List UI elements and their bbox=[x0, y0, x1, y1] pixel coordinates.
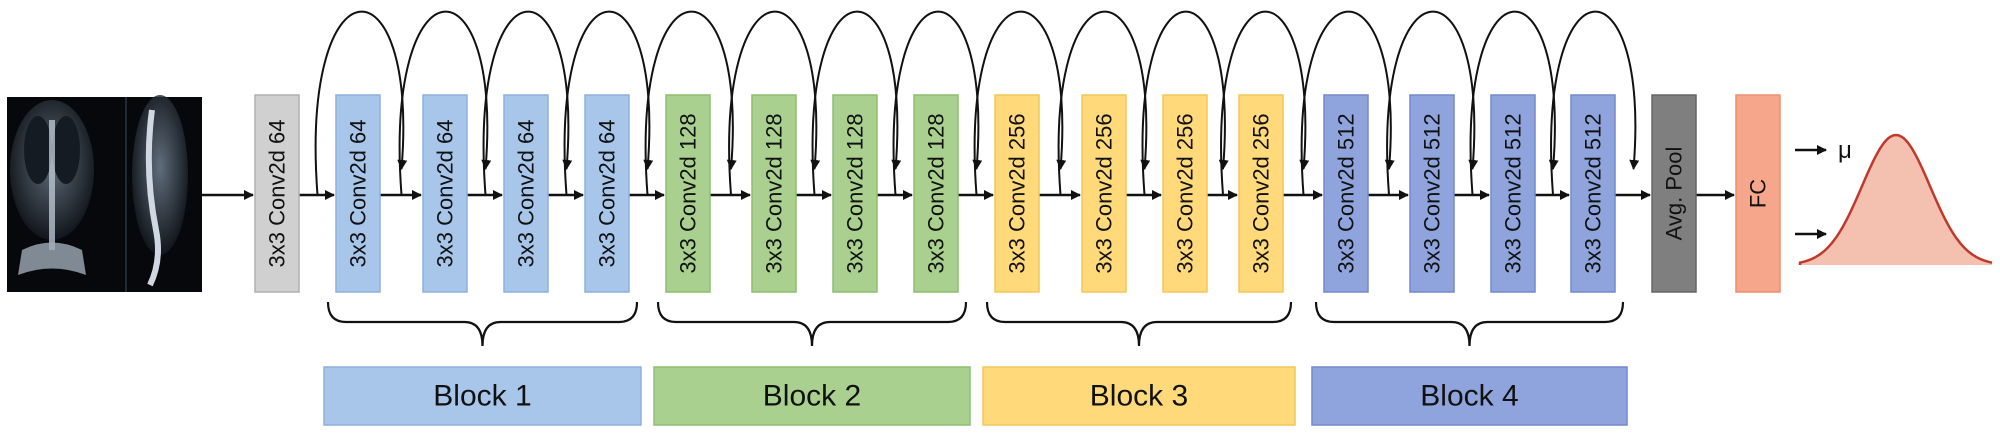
block-legend-item: Block 1 bbox=[323, 366, 642, 426]
layer-box: 3x3 Conv2d 256 bbox=[994, 94, 1040, 293]
layer-label: 3x3 Conv2d 512 bbox=[1420, 113, 1445, 273]
layer-label: 3x3 Conv2d 512 bbox=[1581, 113, 1606, 273]
layer-rect bbox=[994, 94, 1040, 293]
layer-rect bbox=[1570, 94, 1616, 293]
layer-box: Avg. Pool bbox=[1651, 94, 1697, 293]
layer-rect bbox=[1238, 94, 1284, 293]
block-legend-rect bbox=[1311, 366, 1628, 426]
layer-rect bbox=[832, 94, 878, 293]
layer-label: 3x3 Conv2d 64 bbox=[433, 120, 458, 268]
skip-arc bbox=[398, 10, 492, 196]
layer-box: 3x3 Conv2d 256 bbox=[1238, 94, 1284, 293]
skip-arc bbox=[563, 10, 654, 196]
layer-rect bbox=[751, 94, 797, 293]
block-legend-item: Block 3 bbox=[982, 366, 1296, 426]
layer-label: 3x3 Conv2d 256 bbox=[1173, 113, 1198, 273]
block-brace bbox=[985, 301, 1293, 347]
layer-label: Avg. Pool bbox=[1662, 147, 1687, 241]
layer-box: 3x3 Conv2d 128 bbox=[913, 94, 959, 293]
layer-label: 3x3 Conv2d 256 bbox=[1092, 113, 1117, 273]
skip-arc bbox=[973, 10, 1067, 196]
layer-box: 3x3 Conv2d 64 bbox=[503, 94, 549, 293]
skip-arc bbox=[314, 10, 408, 196]
layer-box: FC bbox=[1735, 94, 1781, 293]
block-legend-item: Block 4 bbox=[1311, 366, 1628, 426]
block-brace bbox=[656, 301, 968, 347]
block-legend-item: Block 2 bbox=[653, 366, 971, 426]
mu-symbol: μ bbox=[1838, 137, 1852, 164]
layer-label: 3x3 Conv2d 128 bbox=[762, 113, 787, 273]
block-label: Block 3 bbox=[1090, 380, 1188, 413]
block-brace bbox=[326, 301, 639, 347]
layer-label: 3x3 Conv2d 256 bbox=[1005, 113, 1030, 273]
layer-label: 3x3 Conv2d 64 bbox=[265, 120, 290, 268]
layer-rect bbox=[1323, 94, 1369, 293]
layer-box: 3x3 Conv2d 512 bbox=[1323, 94, 1369, 293]
gaussian-distribution-curve bbox=[1800, 135, 1992, 265]
skip-arc bbox=[1300, 10, 1395, 196]
layer-rect bbox=[1735, 94, 1781, 293]
block-legend-rect bbox=[982, 366, 1296, 426]
layer-label: 3x3 Conv2d 128 bbox=[843, 113, 868, 273]
block-braces bbox=[326, 301, 1625, 347]
skip-connections bbox=[314, 10, 1640, 196]
layer-rect bbox=[503, 94, 549, 293]
layer-rect bbox=[335, 94, 381, 293]
ct-scan-input-image bbox=[7, 95, 202, 292]
layer-label: 3x3 Conv2d 64 bbox=[514, 120, 539, 268]
block-legend: Block 1 Block 2 Block 3 Block 4 bbox=[323, 366, 1628, 426]
skip-arc bbox=[728, 10, 821, 196]
layer-box: 3x3 Conv2d 256 bbox=[1162, 94, 1208, 293]
layers: 3x3 Conv2d 64 3x3 Conv2d 64 3x3 Conv2d 64 3… bbox=[254, 94, 1781, 293]
layer-rect bbox=[254, 94, 300, 293]
block-legend-rect bbox=[323, 366, 642, 426]
layer-rect bbox=[422, 94, 468, 293]
layer-label: 3x3 Conv2d 256 bbox=[1249, 113, 1274, 273]
layer-rect bbox=[1490, 94, 1536, 293]
block-label: Block 2 bbox=[763, 380, 861, 413]
skip-arc bbox=[892, 10, 983, 196]
layer-box: 3x3 Conv2d 64 bbox=[254, 94, 300, 293]
layer-box: 3x3 Conv2d 128 bbox=[751, 94, 797, 293]
layer-box: 3x3 Conv2d 128 bbox=[832, 94, 878, 293]
skip-arc bbox=[644, 10, 737, 196]
layer-rect bbox=[584, 94, 630, 293]
layer-label: 3x3 Conv2d 512 bbox=[1334, 113, 1359, 273]
block-brace bbox=[1314, 301, 1625, 347]
layer-rect bbox=[1162, 94, 1208, 293]
layer-box: 3x3 Conv2d 256 bbox=[1081, 94, 1127, 293]
block-legend-rect bbox=[653, 366, 971, 426]
block-label: Block 4 bbox=[1420, 380, 1518, 413]
gaussian-outline bbox=[1798, 133, 1993, 265]
layer-box: 3x3 Conv2d 64 bbox=[584, 94, 630, 293]
block-label: Block 1 bbox=[433, 380, 531, 413]
layer-rect bbox=[665, 94, 711, 293]
layer-box: 3x3 Conv2d 64 bbox=[422, 94, 468, 293]
layer-box: 3x3 Conv2d 64 bbox=[335, 94, 381, 293]
layer-box: 3x3 Conv2d 512 bbox=[1409, 94, 1455, 293]
layer-label: 3x3 Conv2d 128 bbox=[676, 113, 701, 273]
layer-box: 3x3 Conv2d 512 bbox=[1490, 94, 1536, 293]
layer-box: 3x3 Conv2d 512 bbox=[1570, 94, 1616, 293]
layer-rect bbox=[1651, 94, 1697, 293]
layer-box: 3x3 Conv2d 128 bbox=[665, 94, 711, 293]
output-mu: μ bbox=[1795, 137, 1852, 164]
layer-label: 3x3 Conv2d 64 bbox=[346, 120, 371, 268]
skip-arc bbox=[1220, 10, 1310, 196]
layer-label: 3x3 Conv2d 64 bbox=[595, 120, 620, 268]
layer-label: 3x3 Conv2d 512 bbox=[1501, 113, 1526, 273]
layer-rect bbox=[1081, 94, 1127, 293]
layer-label: FC bbox=[1746, 179, 1771, 208]
skip-arc bbox=[1550, 10, 1640, 196]
layer-label: 3x3 Conv2d 128 bbox=[924, 113, 949, 273]
layer-rect bbox=[913, 94, 959, 293]
layer-rect bbox=[1409, 94, 1455, 293]
